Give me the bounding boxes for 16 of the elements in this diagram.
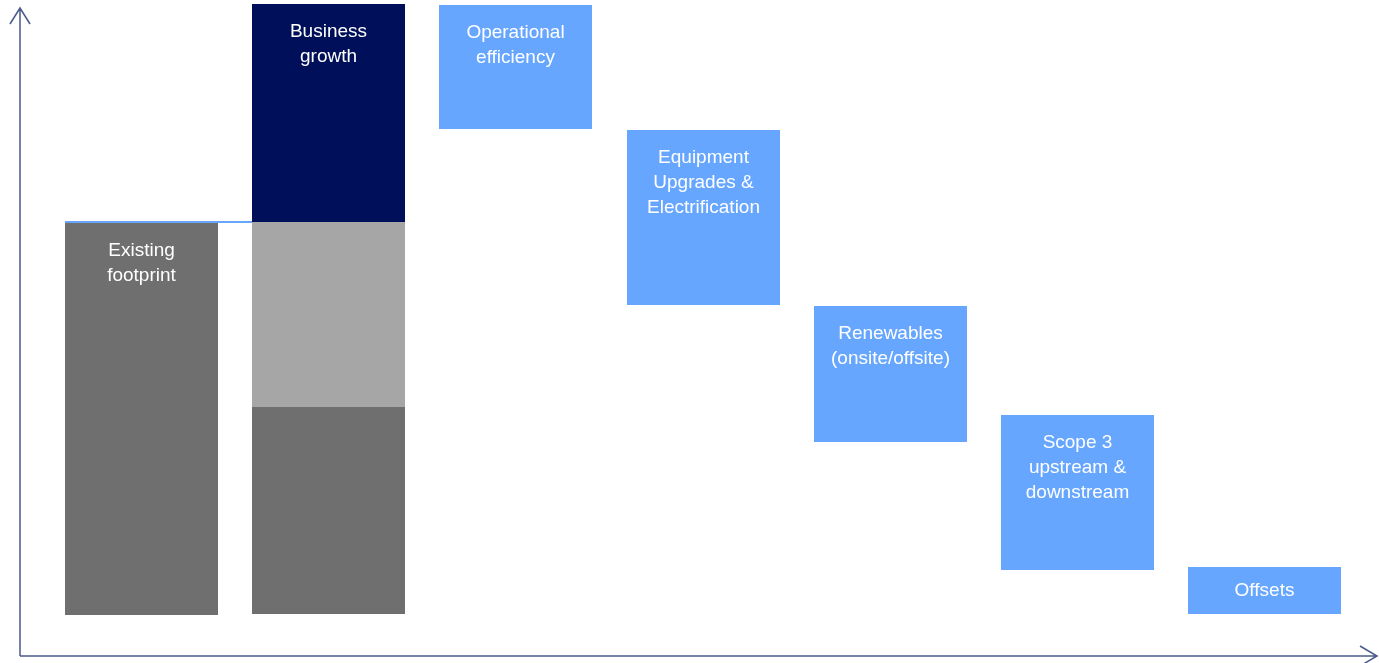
bar-label: Renewables (onsite/offsite) — [830, 321, 951, 370]
bar-label: Business growth — [288, 19, 369, 68]
bar-segment — [252, 407, 405, 614]
bar-label: Operational efficiency — [465, 20, 566, 69]
bar-label: Scope 3 upstream & downstream — [1024, 430, 1131, 504]
bar-label: Offsets — [1234, 578, 1295, 602]
bar-segment — [65, 223, 218, 615]
bar-segment — [252, 222, 405, 407]
bar-segment — [814, 306, 967, 442]
bar-segment — [627, 130, 780, 305]
bar-label: Equipment Upgrades & Electrification — [646, 145, 761, 219]
bar-label: Existing footprint — [106, 238, 177, 287]
bar-segment — [252, 4, 405, 222]
bar-segment — [1188, 567, 1341, 614]
bar-segment — [1001, 415, 1154, 570]
bar-segment — [439, 5, 592, 129]
